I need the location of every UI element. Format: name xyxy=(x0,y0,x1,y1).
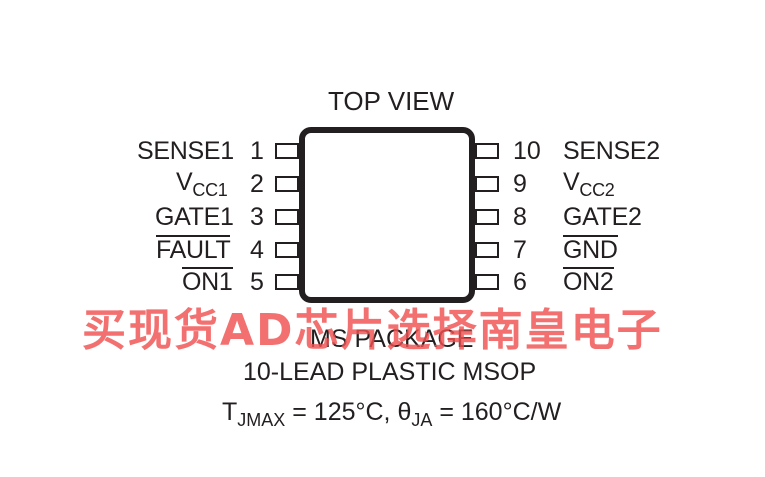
pin-stub-5 xyxy=(275,274,299,290)
pin-label-vcc2-main: V xyxy=(563,168,580,196)
pin-stub-7 xyxy=(475,242,499,258)
pin-label-on2: ON2 xyxy=(563,267,614,296)
theta-main: θ xyxy=(397,398,412,426)
ic-package-body xyxy=(299,127,475,303)
pin-label-gnd: GND xyxy=(563,235,618,264)
theta-sub: JA xyxy=(411,410,433,430)
pin-stub-4 xyxy=(275,242,299,258)
tj-value: = 125°C, xyxy=(285,398,398,426)
package-name: MS PACKAGE xyxy=(310,325,474,353)
thermal-spec: TJMAX = 125°C, θJA = 160°C/W xyxy=(222,398,562,430)
pin-stub-2 xyxy=(275,176,299,192)
pin-label-sense2: SENSE2 xyxy=(563,137,660,165)
pin-label-on1: ON1 xyxy=(182,267,233,296)
pin-label-vcc2: VCC2 xyxy=(563,168,615,200)
pin-stub-8 xyxy=(475,209,499,225)
pin-stub-6 xyxy=(475,274,499,290)
tj-main: T xyxy=(222,398,238,426)
pin-label-vcc1-main: V xyxy=(176,168,193,196)
pin-stub-1 xyxy=(275,143,299,159)
theta-value: = 160°C/W xyxy=(432,398,562,426)
pin-number-7: 7 xyxy=(513,236,527,264)
pin-number-2: 2 xyxy=(250,170,264,198)
pin-label-vcc2-sub: CC2 xyxy=(579,180,615,200)
pin-number-6: 6 xyxy=(513,268,527,296)
pin-label-vcc1-sub: CC1 xyxy=(192,180,228,200)
tj-sub: JMAX xyxy=(237,410,286,430)
package-description: 10-LEAD PLASTIC MSOP xyxy=(243,358,537,386)
diagram-title: TOP VIEW xyxy=(328,86,455,116)
pin-label-fault: FAULT xyxy=(156,235,231,264)
pin-number-10: 10 xyxy=(513,137,541,165)
pin-number-1: 1 xyxy=(250,137,264,165)
pin-number-3: 3 xyxy=(250,203,264,231)
pin-stub-9 xyxy=(475,176,499,192)
pin-number-8: 8 xyxy=(513,203,527,231)
pin-number-4: 4 xyxy=(250,236,264,264)
pin-label-gate1: GATE1 xyxy=(155,203,234,231)
pin-number-9: 9 xyxy=(513,170,527,198)
pin-stub-10 xyxy=(475,143,499,159)
pin-stub-3 xyxy=(275,209,299,225)
pin-label-sense1: SENSE1 xyxy=(137,137,234,165)
pin-label-gate2: GATE2 xyxy=(563,203,642,231)
watermark-text: 买现货AD芯片选择南皇电子 xyxy=(82,305,663,356)
pin-label-vcc1: VCC1 xyxy=(176,168,228,200)
pin-number-5: 5 xyxy=(250,268,264,296)
